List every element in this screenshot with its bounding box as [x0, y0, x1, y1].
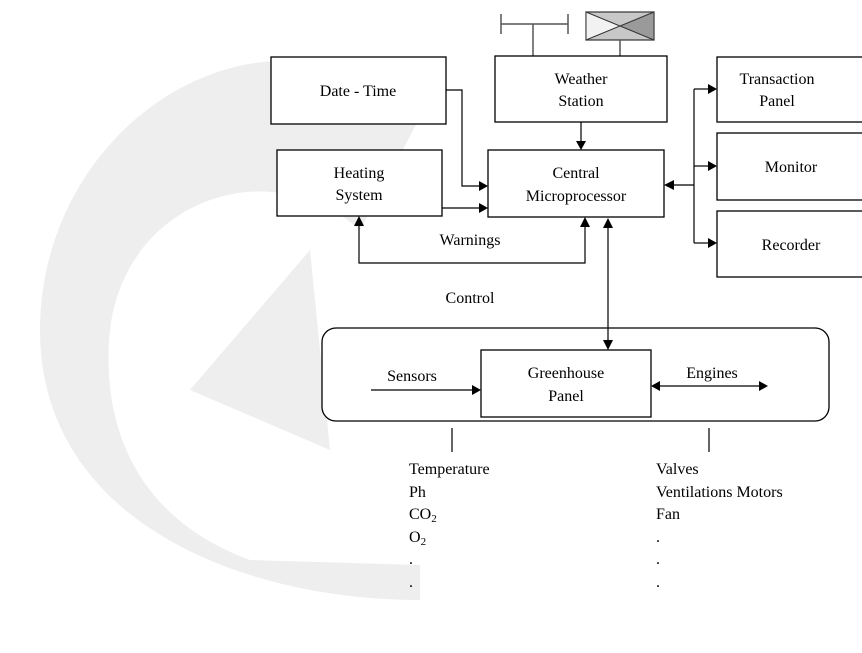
- heating-system-label-1: Heating: [334, 165, 385, 182]
- bus-to-monitor-arrowhead: [708, 161, 717, 171]
- warnings-label: Warnings: [440, 232, 501, 249]
- monitor-box: [716, 132, 862, 201]
- heating-system-label-2: System: [335, 187, 383, 204]
- watermark-logo-inner: [190, 250, 330, 450]
- bus-to-recorder-arrowhead: [708, 238, 717, 248]
- transaction-panel-label-2: Panel: [759, 93, 795, 110]
- engines-label: Engines: [686, 365, 738, 382]
- sensor-temperature: Temperature: [409, 461, 490, 478]
- weather-station-label-1: Weather: [555, 71, 609, 88]
- engine-ventilation-motors: Ventilations Motors: [656, 483, 783, 501]
- central-bus-arrowhead: [664, 180, 674, 190]
- central-microprocessor-label-2: Microprocessor: [526, 188, 627, 205]
- heating-system-box: [276, 149, 443, 217]
- control-label: Control: [446, 290, 495, 307]
- transaction-panel-label-1: Transaction: [740, 71, 815, 88]
- weather-station-label-2: Station: [558, 93, 603, 110]
- sensors-arrowhead: [472, 385, 481, 395]
- weather-station-box: [494, 55, 668, 123]
- recorder-box: [716, 210, 862, 278]
- date-time-box: [270, 56, 447, 125]
- transaction-panel-box: [716, 56, 862, 123]
- greenhouse-panel-box: [480, 349, 652, 418]
- central-to-greenhouse-arrowhead-top: [603, 218, 613, 228]
- sensor-list: Temperature Ph CO2 O2 . .: [409, 459, 490, 594]
- central-microprocessor-box: [487, 149, 665, 218]
- engine-fan: Fan: [656, 506, 680, 523]
- recorder-label: Recorder: [762, 237, 821, 254]
- sensor-dot: .: [409, 573, 413, 591]
- sensor-o2: O2: [409, 528, 427, 548]
- heating-to-central-arrowhead: [479, 203, 488, 213]
- sensor-dot: .: [409, 551, 413, 568]
- warnings-loop-line: [358, 225, 586, 264]
- sensor-ph: Ph: [409, 483, 426, 501]
- engines-arrowhead-left: [651, 381, 660, 391]
- datetime-to-central-arrowhead: [479, 181, 488, 191]
- bus-to-transaction-arrowhead: [708, 84, 717, 94]
- engine-dot: .: [656, 528, 660, 546]
- warnings-arrowhead-central: [580, 217, 590, 227]
- monitor-label: Monitor: [765, 159, 818, 176]
- engine-list: Valves Ventilations Motors Fan . . .: [656, 459, 783, 594]
- sensor-co2: CO2: [409, 506, 437, 525]
- central-to-greenhouse-arrowhead-bottom: [603, 340, 613, 350]
- engine-dot: .: [656, 551, 660, 568]
- datetime-to-central-line: [446, 89, 480, 187]
- greenhouse-panel-label-1: Greenhouse: [528, 365, 604, 382]
- greenhouse-panel-label-2: Panel: [548, 388, 584, 405]
- date-time-label: Date - Time: [320, 83, 396, 100]
- weather-to-central-arrowhead: [576, 141, 586, 150]
- engine-dot: .: [656, 573, 660, 591]
- sensors-label: Sensors: [387, 368, 437, 385]
- engines-arrowhead-right: [759, 381, 768, 391]
- central-microprocessor-label-1: Central: [552, 165, 600, 182]
- engine-valves: Valves: [656, 461, 699, 478]
- weather-flag-icon: [585, 11, 655, 56]
- antenna-icon: [500, 14, 569, 56]
- warnings-arrowhead-heating: [354, 216, 364, 226]
